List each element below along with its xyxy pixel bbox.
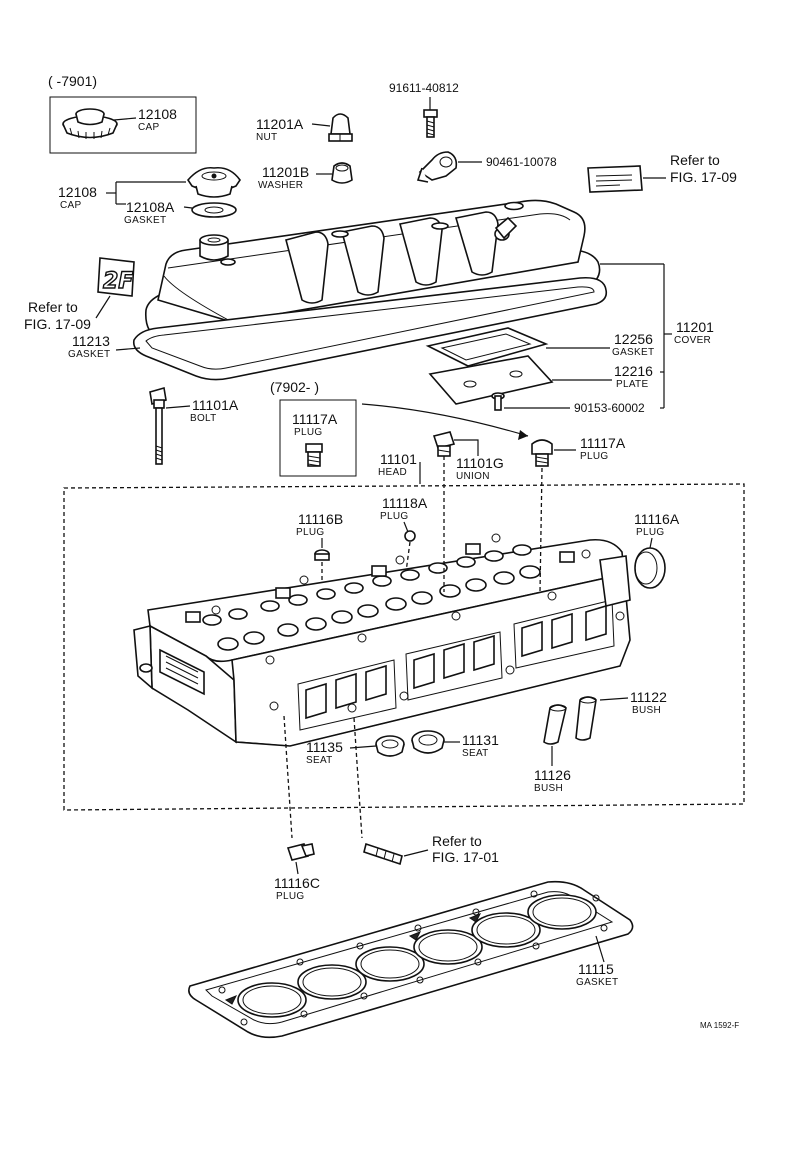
part-name-gasket-12108a: GASKET <box>124 215 166 226</box>
part-number-11122: 11122 <box>630 689 667 705</box>
screw-90153-60002-part <box>491 392 505 411</box>
cover-gasket-11213-part <box>132 276 608 381</box>
part-number-12108-early: 12108 <box>138 106 177 122</box>
part-number-11116c: 11116C <box>274 875 320 891</box>
plug-11117a-part <box>531 439 553 467</box>
valve-seat-11135-part <box>375 735 405 757</box>
part-number-11101a: 11101A <box>192 397 239 413</box>
part-number-11131: 11131 <box>462 732 499 748</box>
part-name-gasket-11115: GASKET <box>576 977 618 988</box>
variant-box-frame <box>49 96 197 154</box>
expansion-plug-11116a-part <box>634 547 666 589</box>
part-name-plate: PLATE <box>616 379 648 390</box>
part-name-bolt: BOLT <box>190 413 217 424</box>
part-name-gasket-11213: GASKET <box>68 349 110 360</box>
part-number-11135: 11135 <box>306 739 343 755</box>
part-number-91611-40812: 91611-40812 <box>389 81 459 95</box>
oil-filler-cap-12108 <box>186 166 241 218</box>
part-number-11118a: 11118A <box>382 495 428 511</box>
part-number-11116a: 11116A <box>634 511 680 527</box>
refer-to-text-1: Refer to <box>670 152 720 168</box>
part-number-12256: 12256 <box>614 331 653 347</box>
part-name-seat-11135: SEAT <box>306 755 333 766</box>
caution-label-part <box>587 165 666 193</box>
plug-11116c-part <box>286 843 315 861</box>
part-number-90153-60002: 90153-60002 <box>574 401 645 415</box>
part-number-11213: 11213 <box>72 333 110 349</box>
variant-box-before-7901: ( -7901) 12108 CAP <box>48 73 197 154</box>
part-name-cap-early: CAP <box>138 122 159 133</box>
part-number-11201a: 11201A <box>256 116 304 132</box>
refer-to-fig-17-09-right: FIG. 17-09 <box>670 169 737 185</box>
variant-label-after: (7902- ) <box>270 379 319 395</box>
valve-guide-bush-11126-part <box>543 704 567 745</box>
part-name-plug-11116b: PLUG <box>296 527 324 538</box>
part-number-11101g: 11101G <box>456 455 504 471</box>
refer-to-text-3: Refer to <box>432 833 482 849</box>
bolt-91611-40812: 91611-40812 <box>389 81 459 138</box>
valve-seat-row-exhaust <box>217 565 541 651</box>
part-number-11101: 11101 <box>380 451 417 467</box>
refer-to-fig-17-09-left: FIG. 17-09 <box>24 316 91 332</box>
refer-to-fig-17-01: FIG. 17-01 <box>432 849 499 865</box>
cap-nut-part <box>328 113 353 142</box>
valve-seat-row-intake <box>202 544 532 626</box>
stud-bolt-part <box>363 842 403 866</box>
part-name-cap: CAP <box>60 200 81 211</box>
part-number-11116b: 11116B <box>298 511 343 527</box>
part-number-11117a: 11117A <box>580 435 626 451</box>
washer-11201b: 11201B WASHER <box>258 162 353 191</box>
part-name-plug-11116a: PLUG <box>636 527 664 538</box>
cylinder-head-gasket-part <box>188 880 634 1039</box>
plug-11116b-part <box>314 549 330 561</box>
part-number-11201: 11201 <box>676 319 714 335</box>
part-name-union: UNION <box>456 471 490 482</box>
part-name-plug-11118a: PLUG <box>380 511 408 522</box>
rocker-support-bosses <box>185 543 575 623</box>
refer-to-text-2: Refer to <box>28 299 78 315</box>
valve-guide-bush-11122-part <box>575 696 597 741</box>
breather-plate-12216-part <box>428 355 554 405</box>
plug-11118a-part <box>404 530 416 542</box>
valve-seat-11131-part <box>411 730 445 754</box>
screw-plug-part <box>305 443 323 467</box>
nut-11201a: 11201A NUT <box>256 113 353 143</box>
emblem-2f-part: 2F <box>97 257 135 297</box>
head-assembly-dashed-frame <box>63 483 745 811</box>
part-name-bush-11126: BUSH <box>534 783 563 794</box>
breather-gasket-12256-part <box>425 327 549 367</box>
oil-filler-cap-early-part <box>62 108 118 139</box>
part-number-12216: 12216 <box>614 363 653 379</box>
variant-box-after-7902: (7902- ) 11117A PLUG <box>270 379 357 477</box>
part-name-cover: COVER <box>674 335 711 346</box>
variant-label-before: ( -7901) <box>48 73 97 89</box>
part-name-plug-box: PLUG <box>294 427 322 438</box>
part-number-11126: 11126 <box>534 767 571 783</box>
part-number-11201b: 11201B <box>262 164 309 180</box>
part-number-11117a-box: 11117A <box>292 411 338 427</box>
part-name-bush-11122: BUSH <box>632 705 661 716</box>
part-number-11115: 11115 <box>578 961 614 977</box>
diagram-code: MA 1592-F <box>700 1021 739 1030</box>
part-name-nut: NUT <box>256 132 277 143</box>
clamp-90461-10078: 90461-10078 <box>416 151 557 183</box>
union-11101g-part <box>432 431 456 457</box>
cylinder-head-part <box>133 533 631 747</box>
part-number-12108a: 12108A <box>126 199 175 215</box>
part-number-90461-10078: 90461-10078 <box>486 155 557 169</box>
part-name-washer: WASHER <box>258 180 303 191</box>
part-number-12108: 12108 <box>58 184 97 200</box>
part-name-seat-11131: SEAT <box>462 748 489 759</box>
emblem-text: 2F <box>103 269 133 294</box>
part-name-plug-11117a: PLUG <box>580 451 608 462</box>
variant-box-frame-2 <box>279 399 357 477</box>
head-bolt-11101a-part <box>149 386 167 465</box>
part-name-gasket-12256: GASKET <box>612 347 654 358</box>
part-name-head: HEAD <box>378 467 407 478</box>
part-name-plug-11116c: PLUG <box>276 891 304 902</box>
